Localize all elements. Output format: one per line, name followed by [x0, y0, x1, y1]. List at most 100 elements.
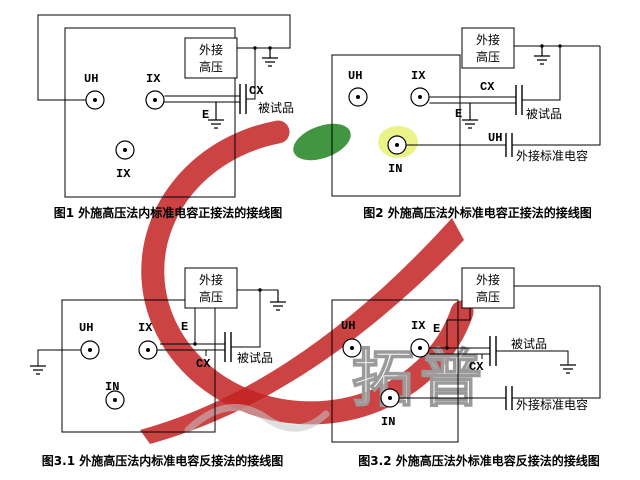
label-ix: IX — [411, 69, 426, 83]
label-cx: CX — [196, 357, 211, 371]
hv-box-label-line1: 外接 — [476, 32, 500, 47]
terminal-in — [105, 390, 125, 410]
label-ix: IX — [146, 72, 161, 86]
figure-3-1-caption: 图3.1 外施高压法内标准电容反接法的接线图 — [41, 454, 284, 468]
terminal-uh — [85, 90, 105, 110]
hv-source-box — [461, 27, 515, 69]
ground-icon — [262, 48, 278, 67]
label-e: E — [202, 108, 209, 122]
instrument-box — [331, 54, 461, 197]
label-dut: 被试品 — [258, 100, 294, 115]
label-uh: UH — [79, 321, 93, 335]
capacitor-icon — [489, 336, 497, 366]
terminal-ix2 — [115, 140, 135, 160]
junction-dot — [540, 44, 544, 48]
junction-dot — [253, 46, 257, 50]
label-uh: UH — [84, 72, 98, 86]
label-ix: IX — [411, 319, 426, 333]
hv-source-box — [184, 37, 238, 79]
capacitor-icon — [515, 85, 523, 115]
wire-dut-feed — [522, 46, 561, 101]
label-e: E — [181, 320, 188, 334]
label-uh: UH — [348, 69, 362, 83]
hv-box-label-line1: 外接 — [476, 272, 500, 287]
label-stdcap: 外接标准电容 — [516, 397, 588, 412]
wire-dut-ground — [496, 350, 569, 365]
label-in: IN — [388, 162, 402, 176]
hv-source-box — [461, 267, 515, 309]
figure-2-schematic: 外接 高压 UH IX IN CX E 被试品 UH 外接标准电容 — [331, 27, 601, 197]
terminal-ix — [138, 340, 158, 360]
figure-3-2-schematic: 外接 高压 UH IX E CX 被试品 IN 外接标准电容 — [331, 267, 601, 443]
label-cx: CX — [249, 84, 264, 98]
logo-leaf-icon — [293, 123, 351, 161]
capacitor-icon — [239, 84, 247, 114]
figure-3-2: 外接 高压 UH IX E CX 被试品 IN 外接标准电容 图3.2 外施高压… — [320, 248, 638, 473]
terminal-in — [387, 135, 407, 155]
hv-box-label-line2: 高压 — [199, 289, 223, 304]
figure-1-caption: 图1 外施高压法内标准电容正接法的接线图 — [53, 206, 283, 220]
terminal-ix — [145, 90, 165, 110]
ground-icon — [270, 290, 286, 311]
figure-2-caption: 图2 外施高压法外标准电容正接法的接线图 — [363, 206, 592, 220]
label-e: E — [455, 107, 462, 121]
wire-dut-feed — [246, 48, 256, 100]
terminal-ix — [410, 338, 430, 358]
terminal-in — [380, 388, 400, 408]
wire-stdcap-loop — [512, 286, 601, 399]
figure-1: 外接 高压 UH IX IX CX E 被试品 图1 外施高压法内标准电容正接法… — [18, 8, 318, 233]
hv-box-label-line2: 高压 — [476, 289, 500, 304]
terminal-uh — [342, 338, 362, 358]
figure-1-schematic: 外接 高压 UH IX IX CX E 被试品 — [37, 14, 294, 198]
wire-stdcap-loop — [512, 46, 601, 146]
ground-icon — [534, 46, 550, 65]
wire-uh-ground — [37, 349, 81, 366]
junction-dot — [445, 346, 449, 350]
label-dut: 被试品 — [526, 106, 562, 121]
capacitor-icon — [224, 332, 232, 362]
label-cx: CX — [480, 80, 495, 94]
terminal-uh — [348, 87, 368, 107]
label-uh: UH — [341, 319, 355, 333]
hv-box-label-line2: 高压 — [199, 59, 223, 74]
capacitor-icon — [505, 133, 513, 157]
figure-3-1-schematic: 外接 高压 UH IX IN E CX 被试品 — [30, 267, 286, 433]
label-cx: CX — [469, 360, 484, 374]
capacitor-icon — [505, 386, 513, 410]
label-stdcap: 外接标准电容 — [516, 148, 588, 163]
wire-dut-feed — [231, 290, 261, 348]
instrument-box — [331, 299, 459, 443]
label-in: IN — [381, 415, 395, 429]
junction-dot — [558, 44, 562, 48]
junction-dot — [258, 288, 262, 292]
figure-3-2-caption: 图3.2 外施高压法外标准电容反接法的接线图 — [358, 454, 600, 468]
figure-2: 外接 高压 UH IX IN CX E 被试品 UH 外接标准电容 图2 外施高… — [320, 8, 635, 233]
logo-brush-stroke — [140, 218, 464, 444]
logo-flourish — [184, 403, 330, 434]
terminal-uh — [80, 340, 100, 360]
junction-dot — [193, 342, 197, 346]
terminal-ix — [410, 87, 430, 107]
ground-icon — [462, 103, 478, 129]
junction-dot — [268, 46, 272, 50]
label-uh2: UH — [488, 131, 502, 145]
ground-icon — [560, 364, 576, 374]
instrument-box — [64, 27, 236, 198]
figure-3-1: 外接 高压 UH IX IN E CX 被试品 图3.1 外施高压法内标准电容反… — [10, 248, 315, 473]
label-e: E — [433, 322, 440, 336]
wire-uh-loop — [37, 14, 291, 101]
ground-icon — [30, 365, 46, 375]
label-ix: IX — [138, 321, 153, 335]
label-dut: 被试品 — [511, 336, 547, 351]
label-dut: 被试品 — [237, 350, 273, 365]
label-ix2: IX — [116, 167, 131, 181]
wire-e-link — [446, 308, 471, 348]
hv-box-label-line2: 高压 — [476, 49, 500, 64]
logo-ring — [141, 120, 474, 425]
hv-source-box — [184, 267, 238, 309]
ground-icon — [208, 102, 224, 129]
instrument-box — [61, 299, 216, 433]
hv-box-label-line1: 外接 — [199, 272, 223, 287]
label-in: IN — [105, 380, 119, 394]
